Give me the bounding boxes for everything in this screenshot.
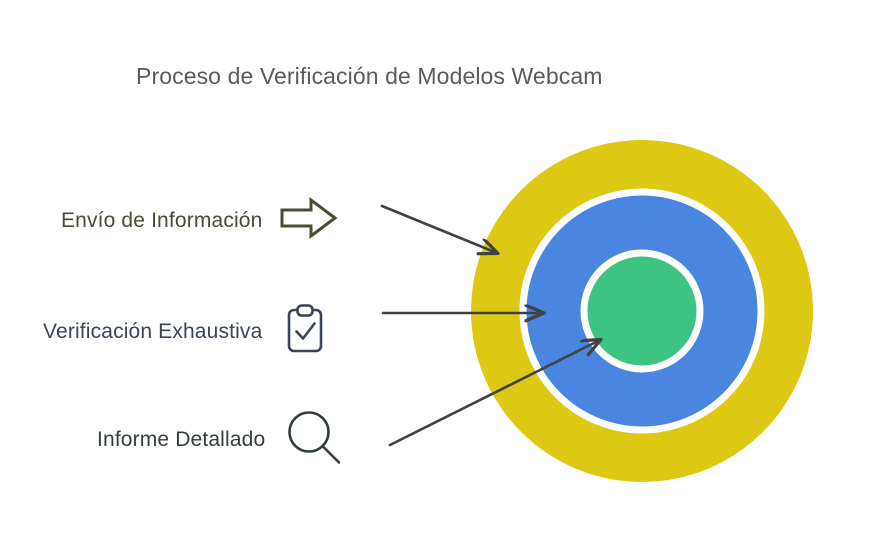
step-item-verificacion-exhaustiva[interactable]: Verificación Exhaustiva: [43, 303, 325, 360]
step-item-envio-de-informacion[interactable]: Envío de Información: [61, 196, 338, 245]
arrow-right-icon: [280, 196, 338, 245]
clipboard-check-icon: [285, 303, 325, 360]
step-item-informe-detallado[interactable]: Informe Detallado: [97, 408, 343, 471]
step-label-envio: Envío de Información: [61, 208, 263, 232]
magnifier-icon: [285, 408, 343, 471]
step-label-verificacion: Verificación Exhaustiva: [43, 319, 263, 343]
inner-circle-green: [580, 249, 704, 373]
step-label-informe: Informe Detallado: [97, 427, 266, 451]
page-title: Proceso de Verificación de Modelos Webca…: [136, 63, 603, 89]
